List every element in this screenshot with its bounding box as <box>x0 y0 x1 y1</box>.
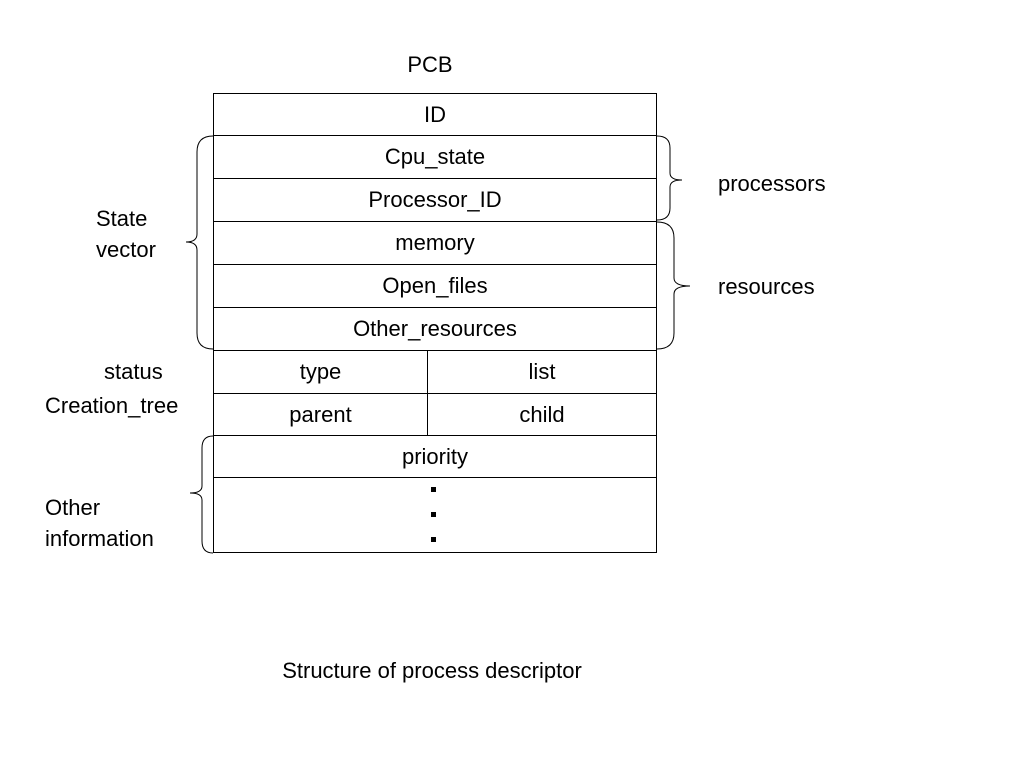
row-status: type list <box>214 351 656 394</box>
cell-type-label: type <box>299 359 342 384</box>
label-creation-tree: Creation_tree <box>45 393 179 418</box>
other-information-brace <box>189 435 214 554</box>
state-vector-brace <box>185 135 214 350</box>
label-status: status <box>104 359 163 384</box>
cell-child-label: child <box>519 401 565 427</box>
cell-list: list <box>428 351 656 393</box>
ellipsis-area <box>214 478 656 554</box>
row-other-resources-label: Other_resources <box>353 316 517 341</box>
label-vector: vector <box>96 237 156 262</box>
row-memory: memory <box>214 222 656 265</box>
row-processor-id: Processor_ID <box>214 179 656 222</box>
row-id: ID <box>214 94 656 136</box>
label-processors: processors <box>718 171 826 196</box>
ellipsis-dot <box>431 487 436 492</box>
diagram-title: PCB <box>407 52 453 77</box>
label-state: State <box>96 206 148 231</box>
row-open-files: Open_files <box>214 265 656 308</box>
row-cpu-state: Cpu_state <box>214 136 656 179</box>
row-cpu-state-label: Cpu_state <box>384 144 486 169</box>
resources-brace <box>656 221 691 350</box>
row-open-files-label: Open_files <box>382 273 488 298</box>
ellipsis-dot <box>431 512 436 517</box>
pcb-table: ID Cpu_state Processor_ID memory Open_fi… <box>213 93 657 553</box>
row-priority: priority <box>214 436 656 478</box>
cell-parent: parent <box>214 394 428 435</box>
label-other: Other <box>45 495 101 520</box>
row-other-resources: Other_resources <box>214 308 656 351</box>
label-information: information <box>45 526 154 551</box>
cell-type: type <box>214 351 428 393</box>
cell-parent-label: parent <box>289 401 352 427</box>
row-creation-tree: parent child <box>214 394 656 436</box>
cell-child: child <box>428 394 656 435</box>
processors-brace <box>656 135 683 221</box>
cell-list-label: list <box>528 359 556 384</box>
row-id-label: ID <box>424 101 446 127</box>
label-resources: resources <box>718 274 815 299</box>
row-memory-label: memory <box>395 230 475 255</box>
diagram-caption: Structure of process descriptor <box>282 658 582 683</box>
row-processor-id-label: Processor_ID <box>368 187 502 212</box>
ellipsis-dot <box>431 537 436 542</box>
row-priority-label: priority <box>401 443 468 469</box>
